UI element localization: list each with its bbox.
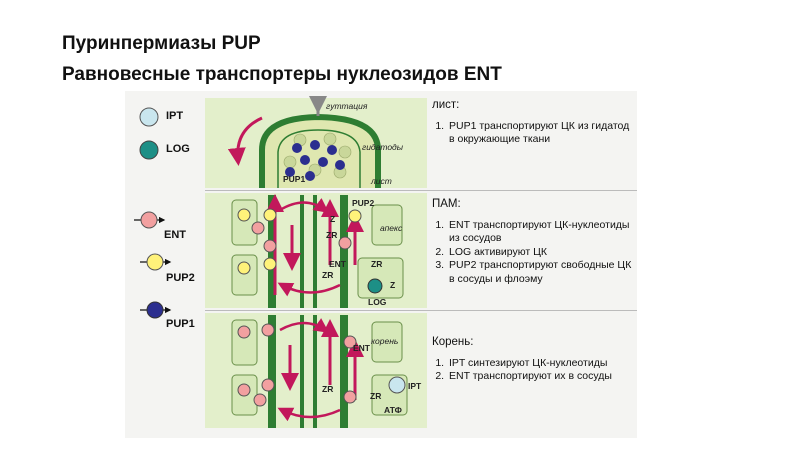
label-apex: апекс (380, 223, 403, 233)
leaf-heading: лист: (432, 99, 460, 111)
pam-item-1: ENT транспортируют ЦК-нуклеотиды из сосу… (447, 219, 632, 246)
legend-pup2-label: PUP2 (166, 272, 195, 284)
legend-pup2-symbol (140, 253, 172, 271)
label-zr-root-2: ZR (370, 391, 382, 401)
panel-apex (205, 193, 427, 308)
legend-ipt-symbol (139, 107, 159, 127)
root-heading: Корень: (432, 336, 474, 348)
label-z: Z (330, 214, 336, 224)
legend-ipt-label: IPT (166, 110, 184, 122)
label-zr-3: ZR (322, 270, 334, 280)
label-zr-root: ZR (322, 384, 334, 394)
label-leaf: лист (371, 176, 392, 186)
label-root: корень (371, 336, 399, 346)
label-ipt: IPT (408, 381, 422, 391)
legend-ent-label: ENT (164, 229, 186, 241)
legend-pup1-label: PUP1 (166, 318, 195, 330)
legend-log-label: LOG (166, 143, 190, 155)
label-ent-root: ENT (353, 343, 370, 353)
legend-ent-symbol (134, 211, 166, 229)
legend-log-symbol (139, 140, 159, 160)
legend (134, 107, 172, 319)
label-guttation: гуттация (326, 101, 368, 111)
label-atp: АТФ (384, 405, 402, 415)
root-description: Корень: IPT синтезируют ЦК-нуклеотиды EN… (432, 336, 632, 384)
leaf-description: лист: PUP1 транспортируют ЦК из гидатод … (432, 99, 632, 147)
label-log: LOG (368, 297, 387, 307)
root-item-1: IPT синтезируют ЦК-нуклеотиды (447, 357, 632, 371)
label-pup1: PUP1 (283, 174, 306, 184)
label-zr-2: ZR (371, 259, 383, 269)
panel-leaf (205, 96, 427, 188)
pam-item-3: PUP2 транспортируют свободные ЦК в сосуд… (447, 259, 632, 286)
root-item-2: ENT транспортируют их в сосуды (447, 370, 632, 384)
label-hydathodes: гидатоды (362, 142, 404, 152)
label-zr-1: ZR (326, 230, 338, 240)
leaf-item-1: PUP1 транспортируют ЦК из гидатод в окру… (447, 120, 632, 147)
pam-item-2: LOG активируют ЦК (447, 246, 632, 260)
label-pup2: PUP2 (352, 198, 375, 208)
slide-subtitle: Равновесные транспортеры нуклеозидов ENT (62, 64, 502, 85)
label-z-2: Z (390, 280, 396, 290)
pup1-transporter-cluster (285, 140, 345, 181)
pam-heading: ПАМ: (432, 198, 461, 210)
pam-description: ПАМ: ENT транспортируют ЦК-нуклеотиды из… (432, 198, 632, 286)
legend-pup1-symbol (140, 301, 172, 319)
panel-root (205, 313, 427, 428)
slide-title: Пуринпермиазы PUP (62, 33, 261, 54)
label-ent-apex: ENT (329, 259, 346, 269)
